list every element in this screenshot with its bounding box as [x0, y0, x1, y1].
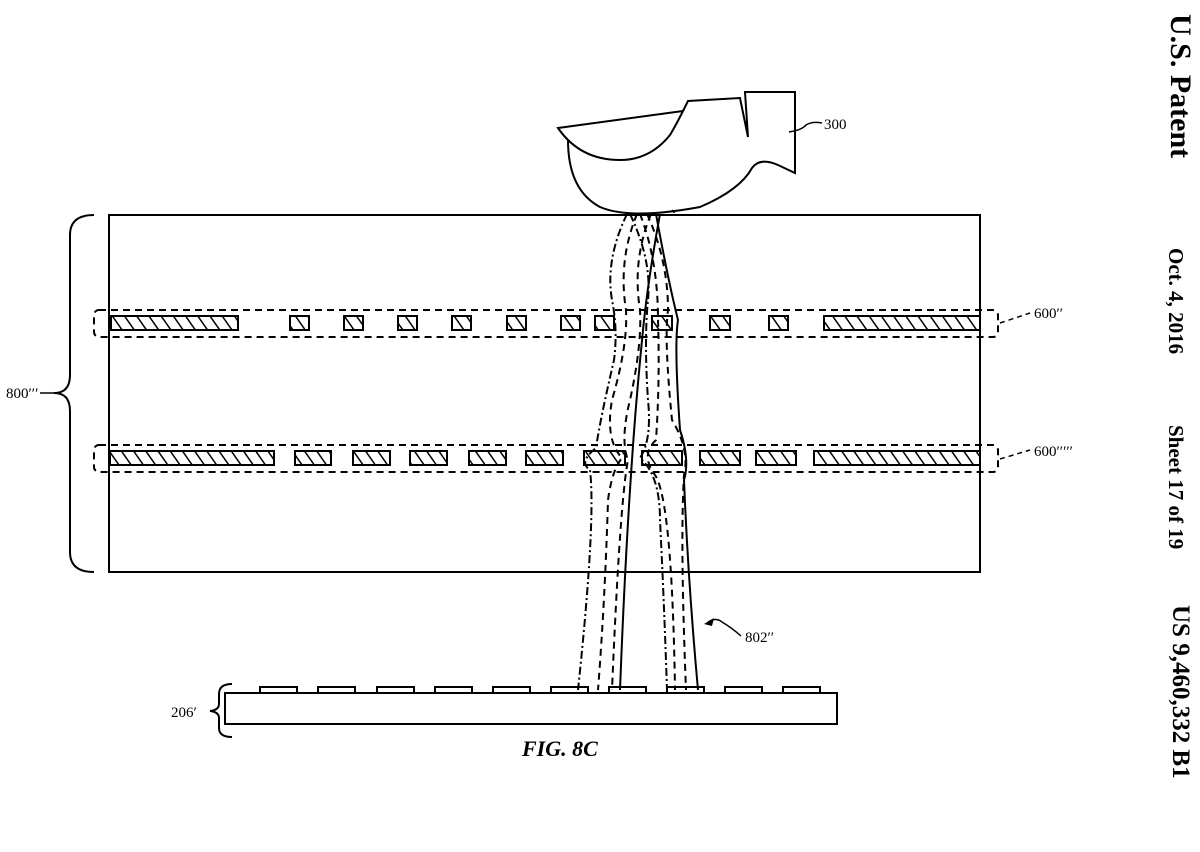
leader-600-lower [999, 449, 1031, 460]
label-600-lower: 600′′′′′ [1034, 444, 1073, 460]
sensor-206-brace [209, 683, 233, 738]
leader-802-arrowhead [704, 618, 714, 626]
sensor-206 [224, 686, 838, 725]
leader-600-upper [999, 312, 1031, 324]
label-300: 300 [824, 117, 847, 133]
label-802: 802′′ [745, 630, 774, 646]
layer-600-upper [93, 309, 999, 338]
figure-caption: FIG. 8C [522, 736, 598, 761]
stack-800-outline [108, 214, 981, 573]
label-206: 206′ [171, 705, 197, 721]
stack-800-brace [53, 214, 95, 573]
layer-600-lower [93, 444, 999, 473]
light-paths [577, 213, 699, 691]
label-800: 800′′′ [6, 386, 38, 402]
leader-300 [788, 121, 823, 133]
finger-object [556, 91, 796, 215]
label-600-upper: 600′′ [1034, 306, 1063, 322]
